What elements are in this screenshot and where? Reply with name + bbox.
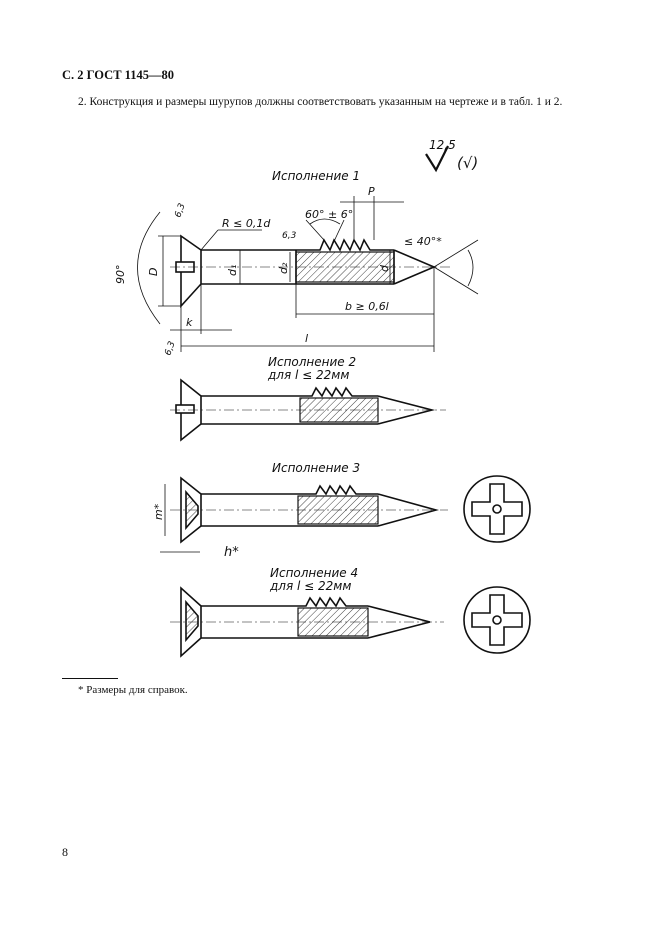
roughness-value: 12,5 [429, 138, 456, 152]
dim-h: h* [224, 545, 239, 560]
page-number: 8 [62, 845, 68, 859]
screw-variant-4 [170, 586, 444, 658]
variant-2-subtitle: для l ≤ 22мм [267, 368, 349, 382]
dim-d2: d₂ [277, 262, 290, 274]
head-top-view-4 [463, 586, 531, 654]
body-paragraph: 2. Конструкция и размеры шурупов должны … [78, 96, 563, 108]
variant-4-subtitle: для l ≤ 22мм [269, 579, 351, 593]
dim-l: l [305, 332, 308, 345]
dim-P: P [368, 185, 375, 198]
dim-head-angle: 90° [114, 265, 127, 285]
footnote: * Размеры для справок. [78, 684, 188, 696]
footnote-rule [62, 678, 118, 679]
dim-m: m* [152, 503, 165, 520]
screw-variant-2 [170, 378, 446, 442]
screw-variant-3 [160, 476, 448, 553]
dim-d1: d₁ [226, 265, 239, 276]
roughness-symbol: 12,5 (√) [425, 138, 478, 173]
dim-R: R ≤ 0,1d [222, 217, 271, 230]
page-header: С. 2 ГОСТ 1145—80 [62, 68, 174, 82]
dim-thread-angle: 60° ± 6° [305, 208, 353, 221]
rough-a: 6,3 [173, 202, 187, 219]
dim-k: k [186, 316, 193, 329]
rough-b: 6,3 [282, 231, 297, 241]
head-top-view-3 [463, 475, 531, 543]
roughness-paren: (√) [457, 154, 478, 172]
variant-4-title: Исполнение 4 [270, 566, 358, 580]
variant-3-title: Исполнение 3 [272, 461, 360, 475]
rough-c: 6,3 [163, 340, 177, 357]
dim-b: b ≥ 0,6l [345, 300, 389, 313]
dim-D: D [147, 268, 160, 276]
dim-tip-angle: ≤ 40°* [404, 235, 442, 248]
variant-2-title: Исполнение 2 [268, 355, 356, 369]
dimensions-variant-1 [137, 196, 479, 352]
variant-1-title: Исполнение 1 [272, 169, 360, 183]
dim-d: d [378, 264, 391, 272]
dimension-labels-variant-1: R ≤ 0,1d 60° ± 6° P ≤ 40°* 90° D d₁ d₂ d… [114, 185, 442, 357]
